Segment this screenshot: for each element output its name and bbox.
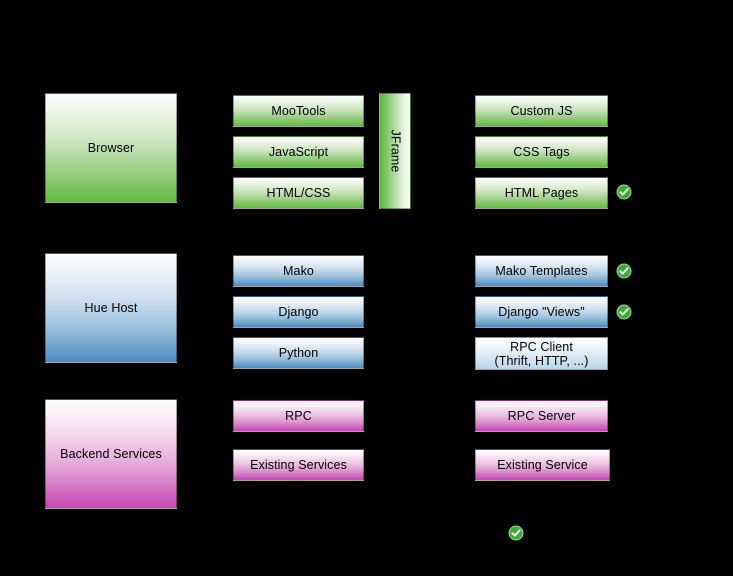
group-box-backend-services[interactable]: Backend Services [45, 399, 177, 509]
app-item-rpc-client[interactable]: RPC Client (Thrift, HTTP, ...) [475, 337, 608, 370]
stack-item-label: HTML/CSS [266, 186, 331, 200]
stack-item-mootools[interactable]: MooTools [233, 95, 364, 127]
stack-item-python[interactable]: Python [233, 337, 364, 369]
app-item-label: RPC Server [507, 409, 576, 423]
stack-item-html-css[interactable]: HTML/CSS [233, 177, 364, 209]
stack-item-label: RPC [285, 409, 312, 423]
stack-item-javascript[interactable]: JavaScript [233, 136, 364, 168]
app-item-label: Mako Templates [495, 264, 588, 278]
stack-item-label: JavaScript [268, 145, 329, 159]
app-item-label: HTML Pages [504, 186, 579, 200]
app-item-css-tags[interactable]: CSS Tags [475, 136, 608, 168]
group-label-hue-host: Hue Host [84, 301, 138, 315]
app-item-label: Django "Views" [498, 305, 585, 319]
app-item-html-pages[interactable]: HTML Pages [475, 177, 608, 209]
app-item-custom-js[interactable]: Custom JS [475, 95, 608, 127]
group-label-browser: Browser [87, 141, 135, 155]
stack-item-label: MooTools [271, 104, 326, 118]
stack-item-label: Python [278, 346, 319, 360]
app-item-label: RPC Client (Thrift, HTTP, ...) [494, 339, 589, 368]
stack-item-existing-services[interactable]: Existing Services [233, 449, 364, 481]
app-item-label: Custom JS [510, 104, 573, 118]
app-item-label: Existing Service [497, 458, 588, 472]
green-check-badge-icon-legend [508, 525, 524, 541]
container-box-jframe[interactable]: JFrame [379, 93, 411, 209]
green-check-badge-icon-mako-templates [616, 263, 632, 279]
group-label-backend-services: Backend Services [60, 447, 162, 461]
app-item-existing-service[interactable]: Existing Service [475, 449, 610, 481]
stack-item-rpc[interactable]: RPC [233, 400, 364, 432]
green-check-badge-icon-html-pages [616, 184, 632, 200]
app-item-django-views[interactable]: Django "Views" [475, 296, 608, 328]
stack-item-mako[interactable]: Mako [233, 255, 364, 287]
stack-item-label: Django [278, 305, 319, 319]
green-check-badge-icon-django-views [616, 304, 632, 320]
stack-item-django[interactable]: Django [233, 296, 364, 328]
app-item-label: CSS Tags [513, 145, 570, 159]
stack-item-label: Mako [283, 264, 314, 278]
group-box-browser[interactable]: Browser [45, 93, 177, 203]
stack-item-label: Existing Services [250, 458, 347, 472]
group-box-hue-host[interactable]: Hue Host [45, 253, 177, 363]
app-item-rpc-server[interactable]: RPC Server [475, 400, 608, 432]
app-item-mako-templates[interactable]: Mako Templates [475, 255, 608, 287]
container-label-jframe: JFrame [388, 129, 402, 173]
